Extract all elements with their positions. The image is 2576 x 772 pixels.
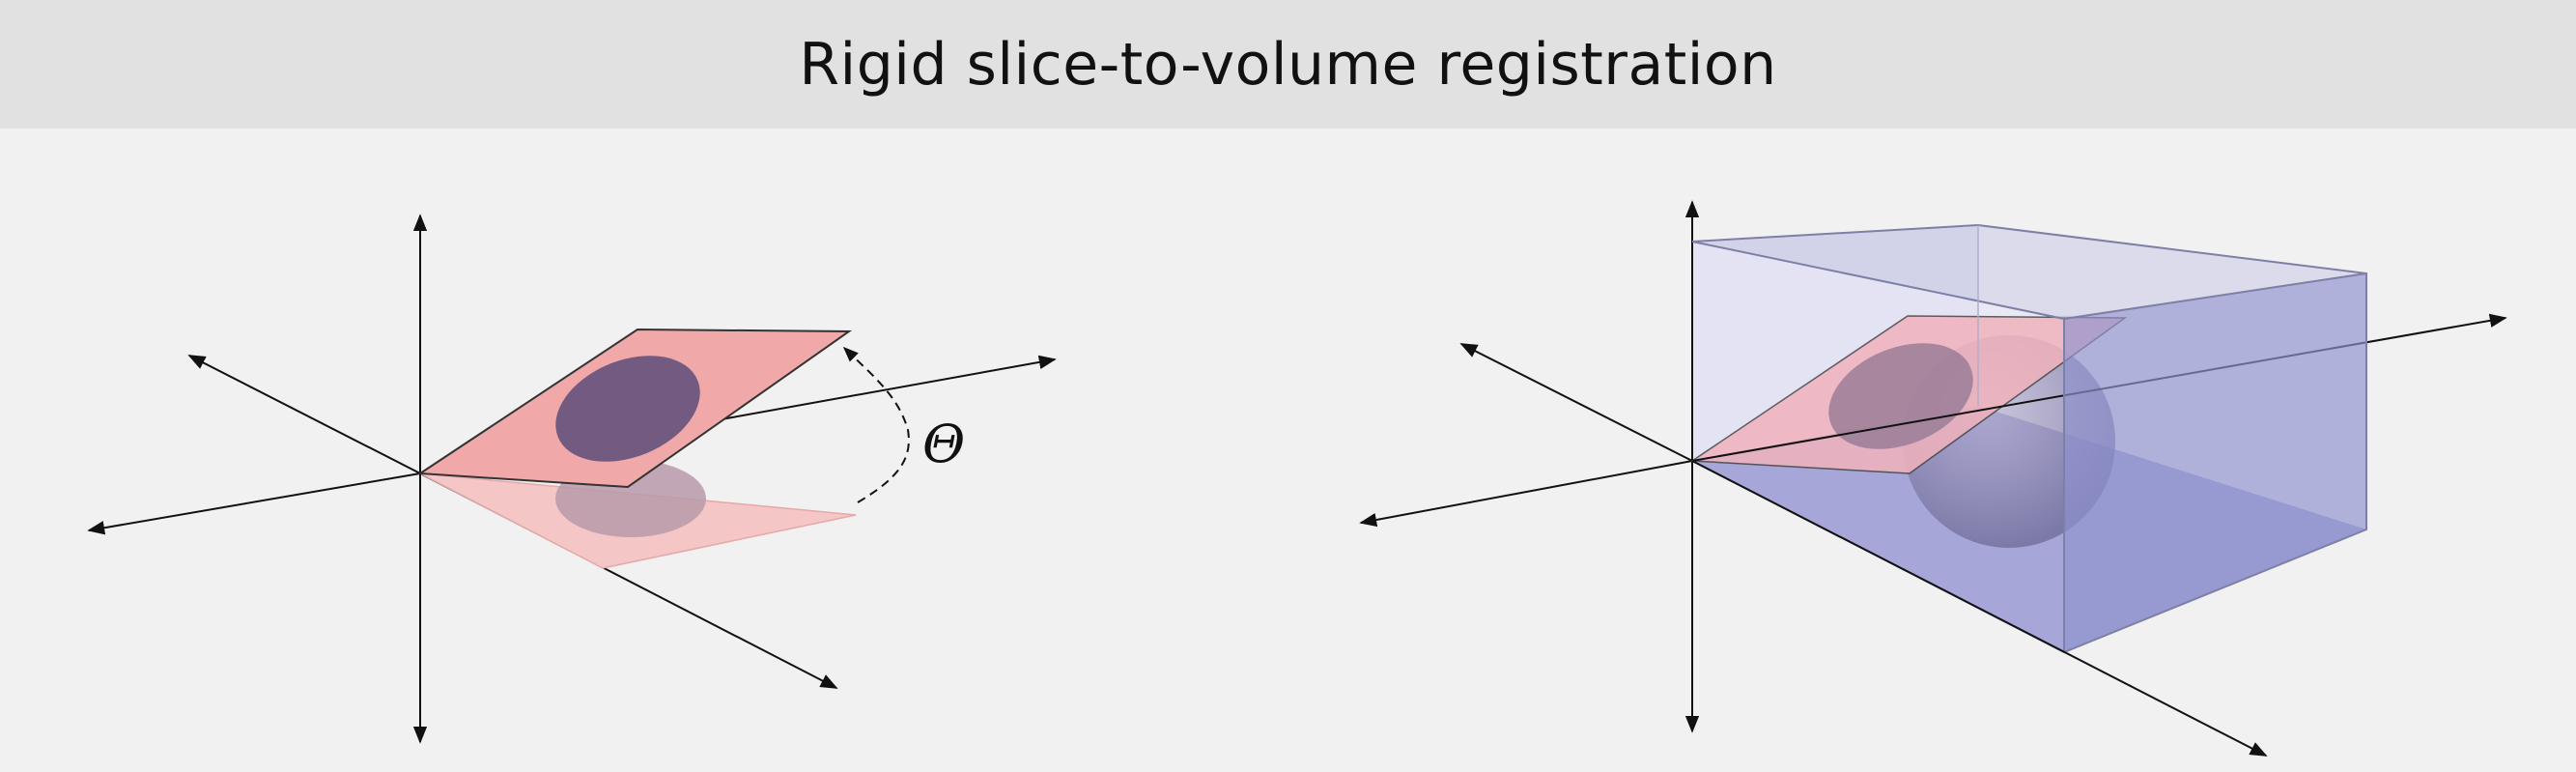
slice-ellipse bbox=[1828, 343, 1973, 449]
rotated-slice-ellipse bbox=[555, 356, 700, 462]
rotation-arc bbox=[842, 346, 910, 503]
left-axis bbox=[1359, 460, 1693, 528]
title-banner: Rigid slice-to-volume registration bbox=[0, 0, 2576, 129]
diagram-title: Rigid slice-to-volume registration bbox=[799, 30, 1777, 99]
volume-edge-top-right bbox=[2063, 272, 2367, 320]
front-axis bbox=[1691, 460, 2268, 757]
left-axis bbox=[87, 472, 421, 535]
back-axis bbox=[187, 355, 421, 474]
volume-right-face bbox=[2064, 273, 2366, 652]
volume-top-face bbox=[1692, 225, 2366, 319]
slice-to-volume-panel bbox=[1359, 200, 2507, 757]
back-axis bbox=[1459, 343, 1693, 462]
registration-diagram: Θ bbox=[87, 200, 2507, 757]
angle-theta-label: Θ bbox=[922, 414, 965, 474]
slice-rotation-panel: Θ bbox=[87, 214, 1057, 744]
volume-edge-front-top bbox=[1691, 241, 2065, 320]
